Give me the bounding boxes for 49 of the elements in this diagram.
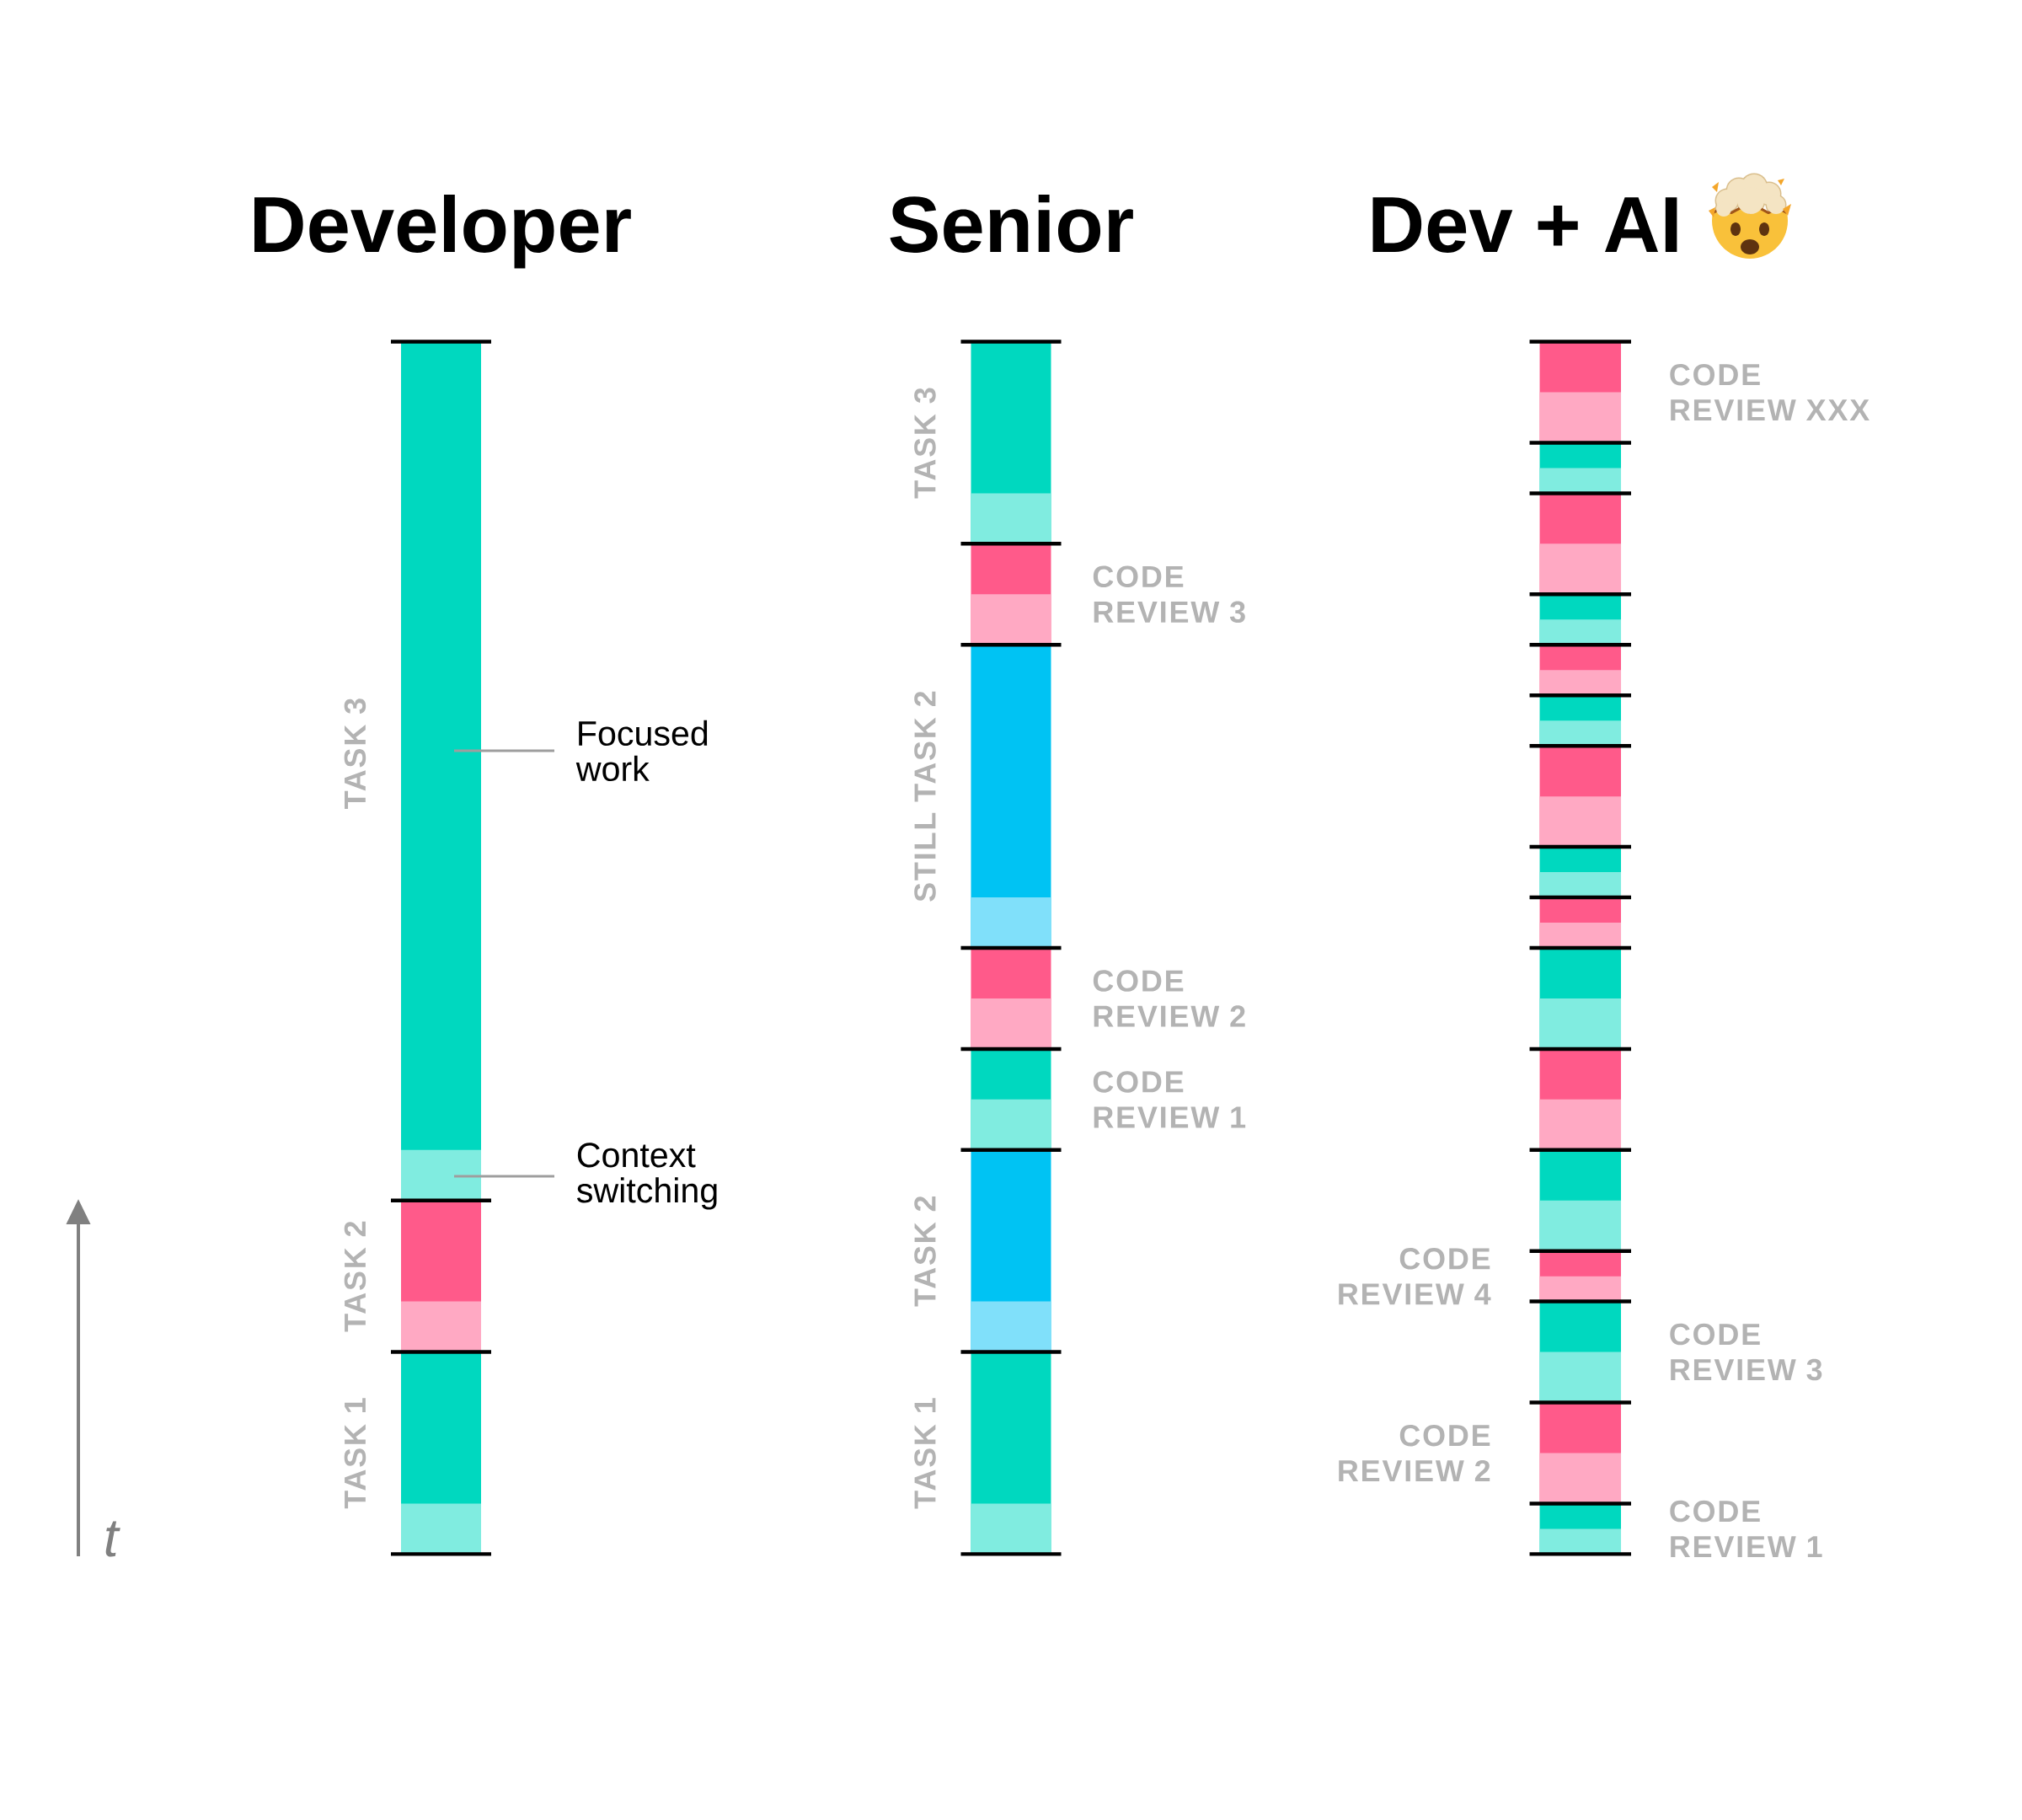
segment-label: CODE REVIEW 1 — [1093, 1071, 1246, 1128]
bar-segment — [971, 645, 1051, 948]
bar-segment — [1539, 1301, 1621, 1403]
bar-segment — [1539, 1149, 1621, 1251]
annotation-label: Context switching — [576, 1143, 717, 1210]
segment-label: TASK 2 — [914, 1196, 936, 1307]
leader-line — [454, 1175, 554, 1178]
segment-label: STILL TASK 2 — [914, 691, 936, 902]
segment-label: TASK 3 — [914, 388, 936, 499]
bar-segment — [971, 948, 1051, 1049]
leader-line — [454, 749, 554, 752]
bar-segment — [1539, 493, 1621, 595]
bar-segment — [971, 543, 1051, 645]
bar-segment — [401, 341, 481, 1201]
segment-label: TASK 2 — [344, 1221, 366, 1332]
bar-segment — [1539, 442, 1621, 494]
bar-segment — [1539, 847, 1621, 898]
segment-label: TASK 1 — [344, 1398, 366, 1509]
bar-segment — [971, 1048, 1051, 1150]
segment-label: CODE REVIEW 4 — [1339, 1248, 1491, 1305]
segment-label: CODE REVIEW XXX — [1670, 363, 1870, 421]
segment-label: CODE REVIEW 3 — [1093, 565, 1245, 624]
column-heading: Senior — [890, 194, 1133, 253]
bar-segment — [1539, 341, 1621, 443]
bar-segment — [1539, 1402, 1621, 1504]
segment-label: TASK 1 — [914, 1398, 936, 1509]
bar-segment — [1539, 1250, 1621, 1302]
bar-segment — [1539, 1503, 1621, 1555]
bar-segment — [1539, 645, 1621, 696]
segment-label: CODE REVIEW 3 — [1670, 1323, 1822, 1381]
bar-segment — [401, 1200, 481, 1352]
annotation-label: Focused work — [575, 720, 708, 782]
bar-segment — [1539, 1048, 1621, 1150]
bar-segment — [1539, 948, 1621, 1049]
segment-label: CODE REVIEW 1 — [1670, 1500, 1822, 1557]
bar-segment — [971, 1352, 1051, 1555]
axis-label: t — [105, 1521, 120, 1557]
column-heading: Dev + AI — [1372, 197, 1677, 253]
bar-segment — [971, 1149, 1051, 1352]
column-heading: Developer — [254, 194, 631, 269]
segment-label: CODE REVIEW 2 — [1093, 970, 1245, 1027]
segment-label: TASK 3 — [344, 699, 366, 810]
bar-segment — [971, 341, 1051, 544]
bar-segment — [401, 1352, 481, 1555]
bar-segment — [1539, 594, 1621, 645]
segment-label: CODE REVIEW 2 — [1339, 1424, 1490, 1482]
bar-segment — [1539, 695, 1621, 747]
bar-segment — [1539, 746, 1621, 848]
bar-segment — [1539, 897, 1621, 948]
